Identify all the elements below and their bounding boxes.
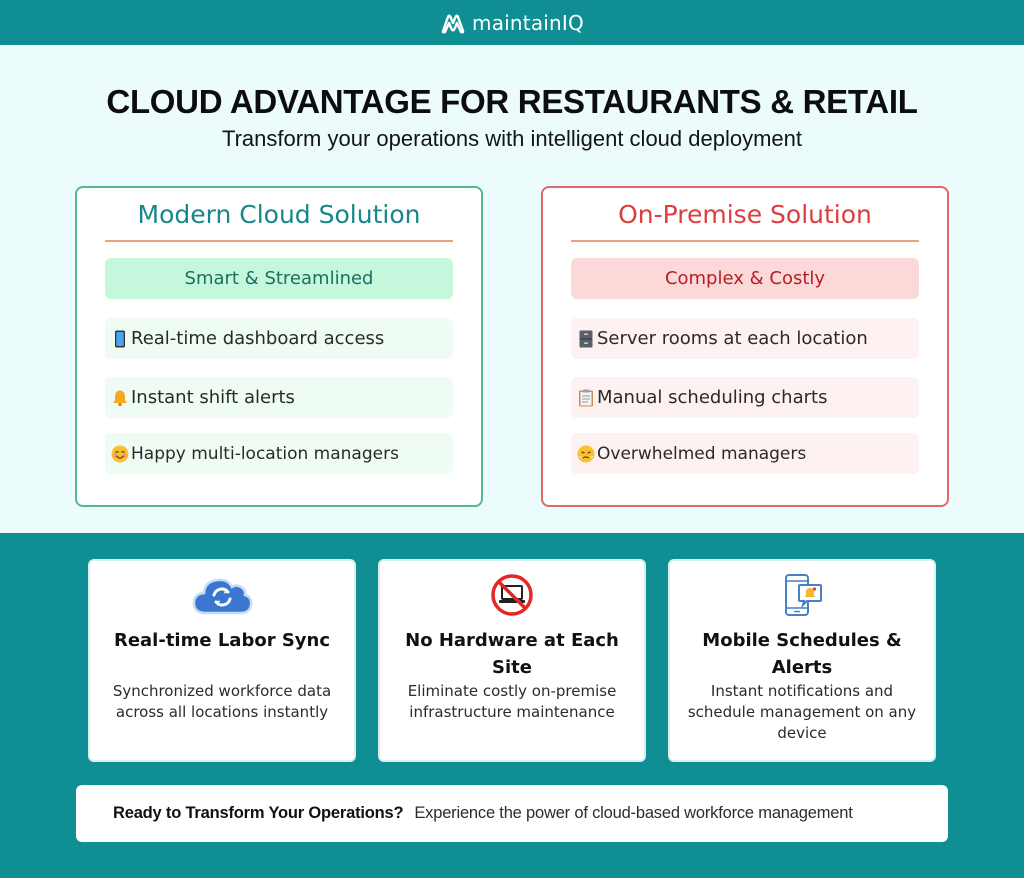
smiling-face-icon <box>111 444 129 464</box>
feature-card-mobile-alerts: Mobile Schedules & Alerts Instant notifi… <box>668 559 936 762</box>
feature-card-no-hardware: No Hardware at Each Site Eliminate costl… <box>378 559 646 762</box>
divider <box>571 240 919 242</box>
cta-text: Experience the power of cloud-based work… <box>414 804 853 822</box>
onprem-item: Overwhelmed managers <box>571 433 919 474</box>
feature-description: Synchronized workforce data across all l… <box>112 682 332 721</box>
file-cabinet-icon <box>577 329 595 349</box>
feature-description: Eliminate costly on-premise infrastructu… <box>407 682 617 721</box>
cloud-badge: Smart & Streamlined <box>105 258 453 299</box>
cloud-item-label: Happy multi-location managers <box>131 443 399 464</box>
divider <box>105 240 453 242</box>
feature-title: No Hardware at Each Site <box>405 630 619 678</box>
brand-name: maintainIQ <box>472 10 584 35</box>
cloud-item-label: Instant shift alerts <box>131 387 295 408</box>
cloud-panel-title: Modern Cloud Solution <box>137 200 421 229</box>
top-bar: maintainIQ <box>0 0 1024 45</box>
cloud-item: Instant shift alerts <box>105 377 453 418</box>
bell-icon <box>111 388 129 408</box>
onprem-badge: Complex & Costly <box>571 258 919 299</box>
feature-title: Mobile Schedules & Alerts <box>702 630 902 678</box>
onprem-item-label: Manual scheduling charts <box>597 387 828 408</box>
feature-description: Instant notifications and schedule manag… <box>687 682 917 742</box>
feature-card-real-time-sync: Real-time Labor Sync Synchronized workfo… <box>88 559 356 762</box>
no-hardware-icon <box>380 573 644 619</box>
cloud-item: Real-time dashboard access <box>105 318 453 359</box>
clipboard-icon <box>577 388 595 408</box>
page-title: CLOUD ADVANTAGE FOR RESTAURANTS & RETAIL <box>106 83 918 120</box>
steaming-face-icon <box>577 444 595 464</box>
cloud-sync-icon <box>90 573 354 619</box>
onprem-panel-title: On-Premise Solution <box>618 200 872 229</box>
cta-banner[interactable]: Ready to Transform Your Operations? Expe… <box>76 785 948 842</box>
mobile-phone-icon <box>111 329 129 349</box>
onprem-item-label: Server rooms at each location <box>597 328 868 349</box>
on-premise-solution-panel: On-Premise Solution Complex & Costly Ser… <box>541 186 949 507</box>
onprem-item-label: Overwhelmed managers <box>597 443 807 464</box>
cloud-item: Happy multi-location managers <box>105 433 453 474</box>
cta-heading: Ready to Transform Your Operations? <box>113 804 404 822</box>
cloud-solution-panel: Modern Cloud Solution Smart & Streamline… <box>75 186 483 507</box>
page-subtitle: Transform your operations with intellige… <box>221 126 803 151</box>
mobile-alert-icon <box>670 573 934 619</box>
onprem-item: Server rooms at each location <box>571 318 919 359</box>
brand[interactable]: maintainIQ <box>440 11 584 35</box>
feature-title: Real-time Labor Sync <box>113 630 331 651</box>
onprem-item: Manual scheduling charts <box>571 377 919 418</box>
hero-section: CLOUD ADVANTAGE FOR RESTAURANTS & RETAIL… <box>0 45 1024 533</box>
cloud-item-label: Real-time dashboard access <box>131 328 385 349</box>
mountain-m-logo-icon <box>441 14 465 34</box>
